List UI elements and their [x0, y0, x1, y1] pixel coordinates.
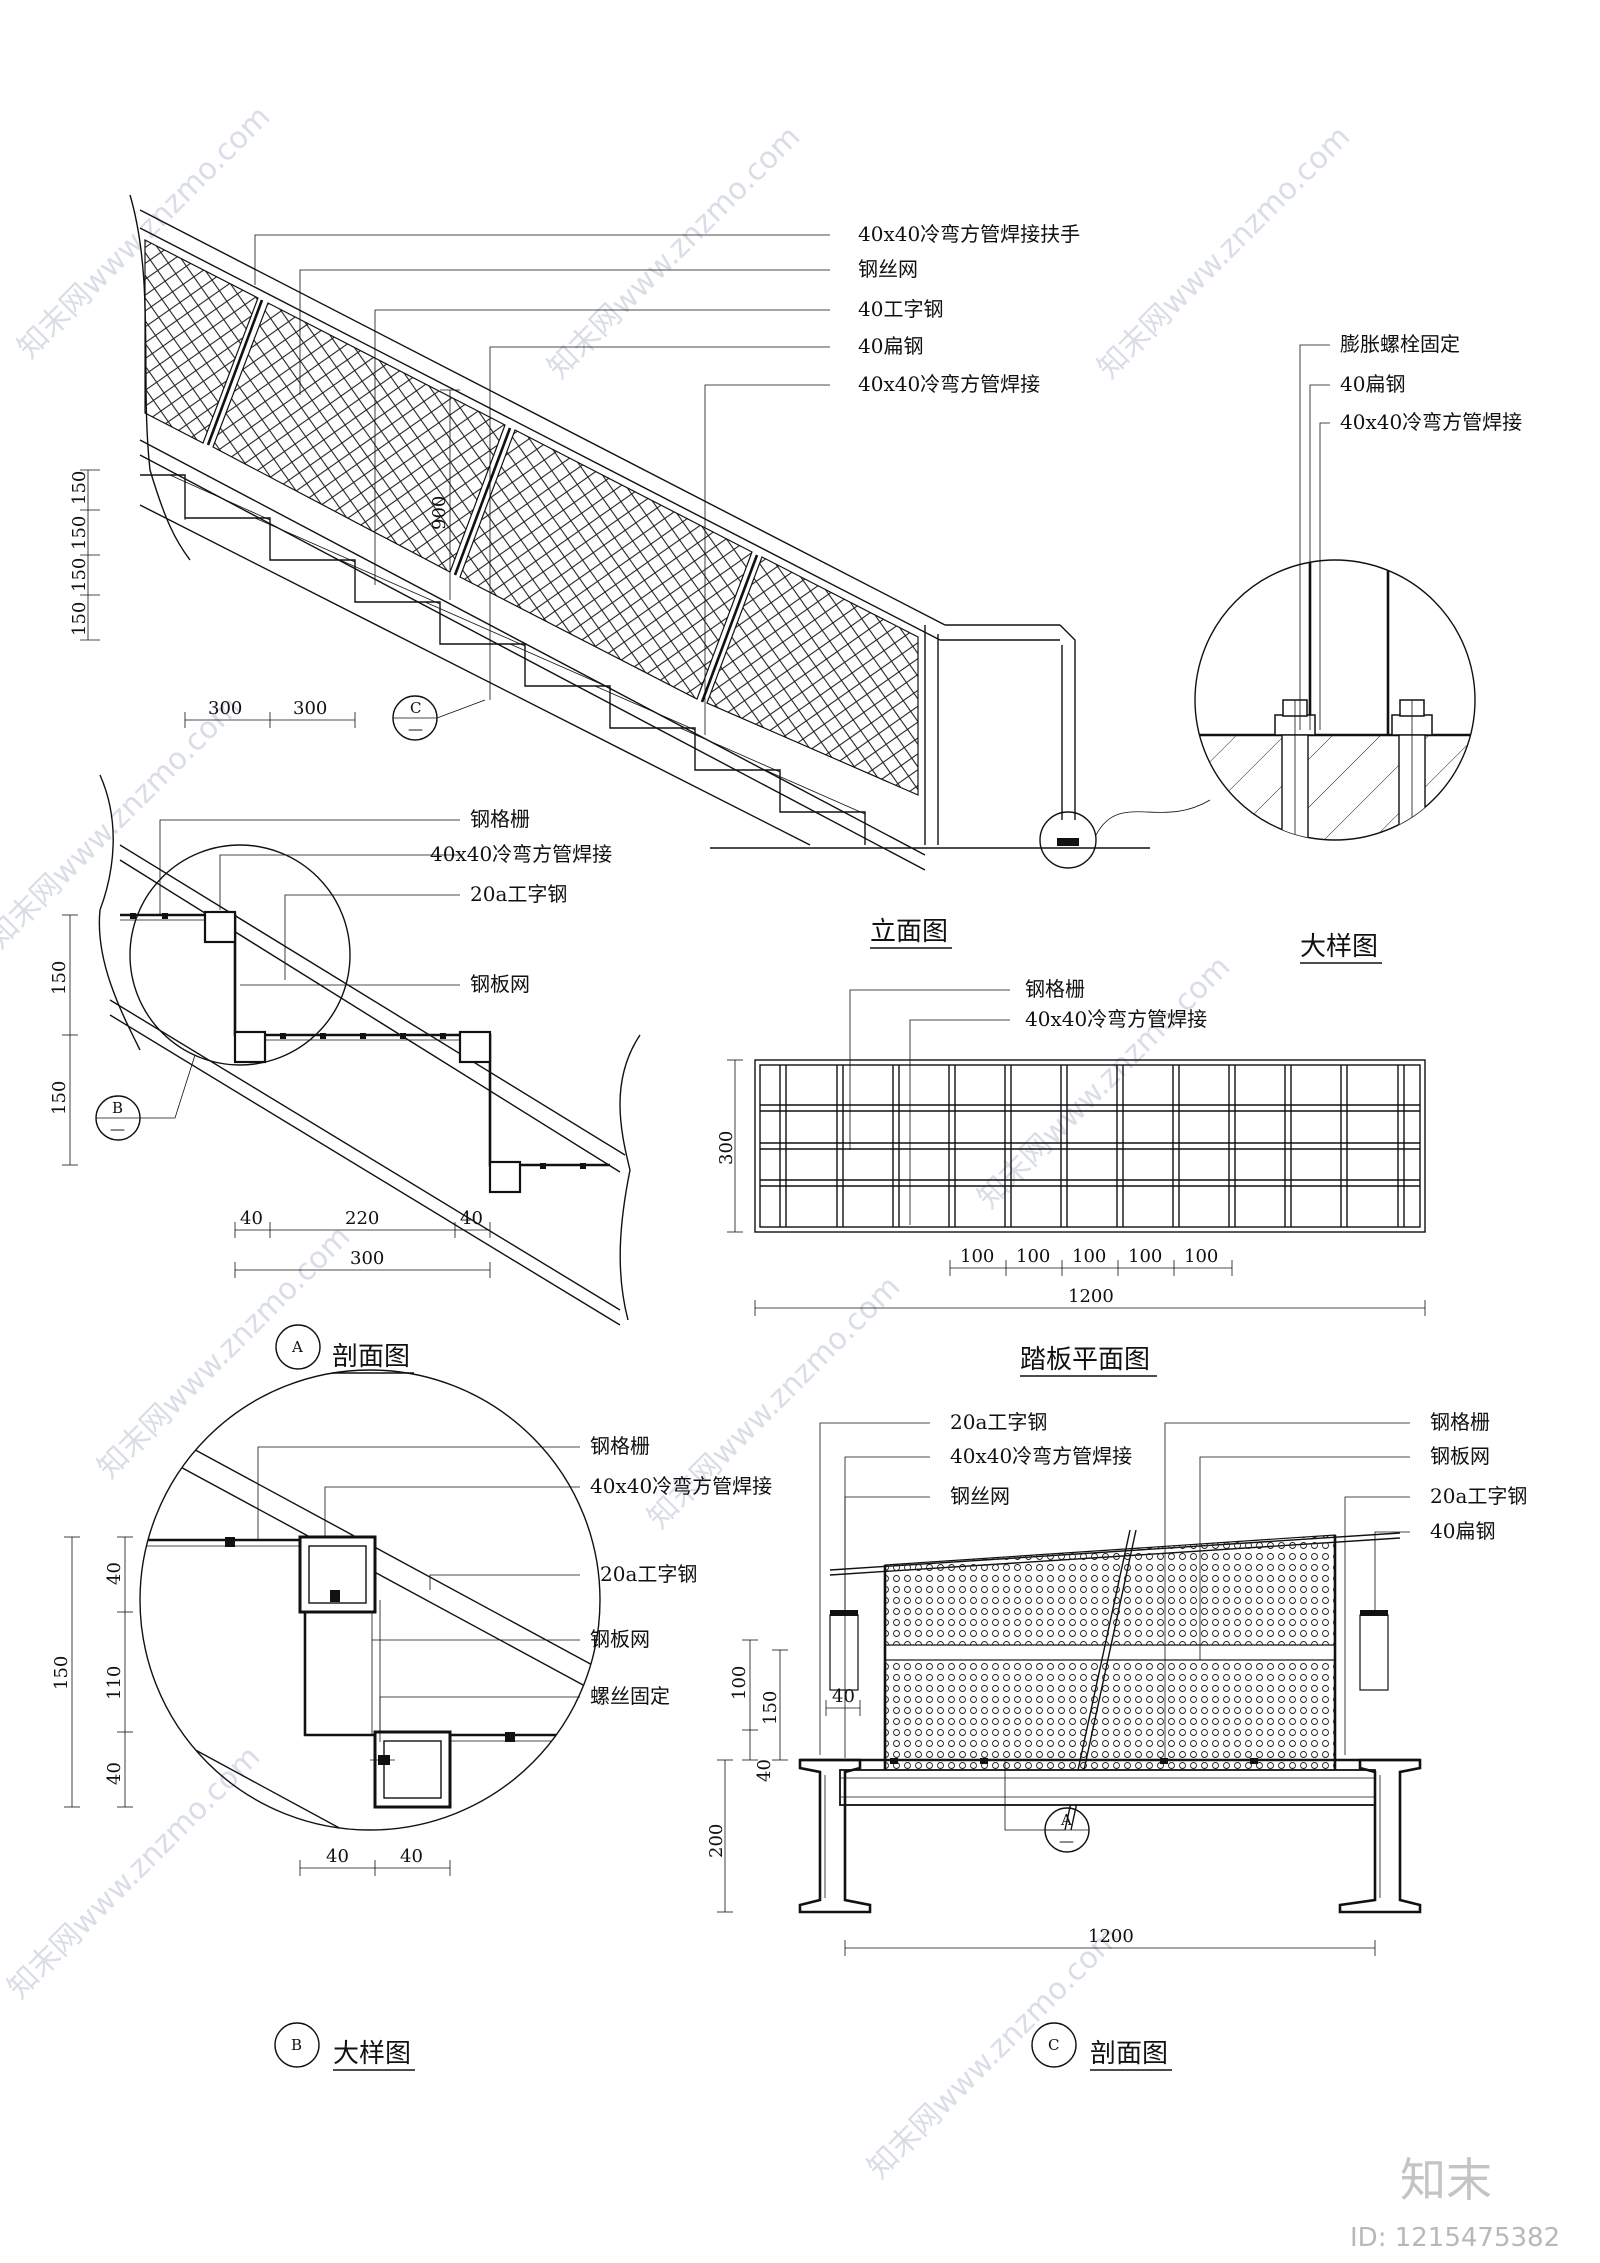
label-square-tube: 40x40冷弯方管焊接 — [430, 842, 612, 866]
dim-v-150: 150 — [760, 1691, 781, 1725]
dim-h-300: 300 — [293, 698, 327, 719]
label-steel-grating: 钢格栅 — [470, 807, 530, 831]
dim-v-40: 40 — [104, 1762, 125, 1785]
section-a-bubble: A — [291, 1338, 303, 1356]
bubble-a-letter: A — [1060, 1811, 1072, 1829]
image-id: ID: 1215475382 — [1350, 2223, 1560, 2253]
detail-b-title: 大样图 — [333, 2039, 411, 2069]
tread-grid-vertical — [779, 1065, 1405, 1227]
dim-v-200: 200 — [706, 1824, 727, 1858]
dim-h-40: 40 — [240, 1208, 263, 1229]
dim-v-40: 40 — [754, 1759, 775, 1782]
label-i-beam-40: 40工字钢 — [858, 297, 943, 321]
label-square-tube: 40x40冷弯方管焊接 — [858, 372, 1040, 396]
label-wire-mesh: 钢丝网 — [858, 257, 918, 281]
detail-b-view: 钢格栅 40x40冷弯方管焊接 20a工字钢 钢板网 螺丝固定 40 110 4… — [51, 1369, 772, 2071]
label-expansion-bolt: 膨胀螺栓固定 — [1340, 332, 1460, 356]
dim-v-110: 110 — [104, 1666, 125, 1700]
section-c-title: 剖面图 — [1090, 2039, 1168, 2069]
detail-top-title: 大样图 — [1300, 932, 1378, 962]
label-square-tube: 40x40冷弯方管焊接 — [1025, 1007, 1207, 1031]
label-handrail: 40x40冷弯方管焊接扶手 — [858, 222, 1080, 246]
dim-900: 900 — [429, 496, 450, 530]
elevation-title: 立面图 — [870, 917, 948, 947]
dim-h-300: 300 — [208, 698, 242, 719]
dim-grid-100: 100 — [1016, 1246, 1050, 1267]
label-square-tube: 40x40冷弯方管焊接 — [1340, 410, 1522, 434]
label-square-tube: 40x40冷弯方管焊接 — [950, 1444, 1132, 1468]
dim-total-1200: 1200 — [1088, 1926, 1134, 1947]
elevation-leaders — [254, 234, 830, 735]
tread-grid-horizontal — [760, 1104, 1420, 1187]
dim-v-300: 300 — [716, 1131, 737, 1165]
dim-grid-100: 100 — [960, 1246, 994, 1267]
tread-plan-title: 踏板平面图 — [1020, 1345, 1150, 1375]
label-steel-grating: 钢格栅 — [1025, 977, 1085, 1001]
label-flat-steel-40: 40扁钢 — [1340, 372, 1405, 396]
dim-h-40: 40 — [460, 1208, 483, 1229]
dim-v-150: 150 — [69, 602, 90, 636]
dim-v-150: 150 — [49, 961, 70, 995]
dim-total-150: 150 — [51, 1656, 72, 1690]
bubble-b-sub: — — [110, 1120, 125, 1138]
dim-grid-100: 100 — [1128, 1246, 1162, 1267]
section-a-title: 剖面图 — [332, 1342, 410, 1372]
label-screw-fix: 螺丝固定 — [590, 1684, 670, 1708]
dim-v-150: 150 — [69, 558, 90, 592]
dim-grid-100: 100 — [1072, 1246, 1106, 1267]
dim-v-150: 150 — [69, 471, 90, 505]
bubble-c-sub: — — [408, 720, 423, 738]
dim-h-40: 40 — [326, 1846, 349, 1867]
stair-steps — [139, 474, 866, 846]
tread-plan-view: 钢格栅 40x40冷弯方管焊接 300 100 100 100 100 100 … — [716, 977, 1426, 1377]
detail-base-view: 膨胀螺栓固定 40扁钢 40x40冷弯方管焊接 大样图 — [1194, 332, 1522, 964]
dim-v-100: 100 — [729, 1666, 750, 1700]
label-square-tube: 40x40冷弯方管焊接 — [590, 1474, 772, 1498]
label-i-beam-20a: 20a工字钢 — [470, 882, 567, 906]
watermark-text: 知末网www.znzmo.com — [1091, 119, 1357, 385]
section-c-view: 20a工字钢 40x40冷弯方管焊接 钢丝网 钢格栅 钢板网 20a工字钢 40… — [706, 1410, 1527, 2071]
label-steel-grating: 钢格栅 — [1430, 1410, 1490, 1434]
watermark-text: 知末网www.znzmo.com — [91, 1219, 357, 1485]
elevation-view: 900 150 150 150 150 300 300 C — 40 — [69, 194, 1211, 949]
label-expanded-metal: 钢板网 — [470, 972, 530, 996]
dim-v-150: 150 — [49, 1081, 70, 1115]
label-i-beam-20a: 20a工字钢 — [600, 1562, 697, 1586]
label-expanded-metal: 钢板网 — [1430, 1444, 1490, 1468]
bubble-c-letter: C — [410, 699, 421, 717]
dim-total-300: 300 — [350, 1248, 384, 1269]
dim-h-40: 40 — [832, 1686, 855, 1707]
dim-grid-100: 100 — [1184, 1246, 1218, 1267]
label-i-beam-20a: 20a工字钢 — [950, 1410, 1047, 1434]
brand-mark: 知末 — [1400, 2153, 1492, 2207]
bubble-a-sub: — — [1059, 1832, 1074, 1850]
grating-ticks — [130, 913, 586, 1169]
dim-h-40: 40 — [400, 1846, 423, 1867]
label-i-beam-20a: 20a工字钢 — [1430, 1484, 1527, 1508]
section-a-view: 钢格栅 40x40冷弯方管焊接 20a工字钢 钢板网 150 150 40 22… — [49, 774, 641, 1374]
watermark-text: 知末网www.znzmo.com — [861, 1919, 1127, 2185]
label-flat-steel-40: 40扁钢 — [1430, 1519, 1495, 1543]
dim-h-220: 220 — [345, 1208, 379, 1229]
watermark-text: 知末网www.znzmo.com — [1, 1739, 267, 2005]
label-flat-steel-40: 40扁钢 — [858, 334, 923, 358]
dim-total-1200: 1200 — [1068, 1286, 1114, 1307]
label-expanded-metal: 钢板网 — [590, 1627, 650, 1651]
dim-v-40: 40 — [104, 1562, 125, 1585]
detail-b-bubble: B — [291, 2036, 302, 2054]
bubble-b-letter: B — [112, 1099, 123, 1117]
label-wire-mesh: 钢丝网 — [950, 1484, 1010, 1508]
section-c-bubble: C — [1048, 2036, 1059, 2054]
label-steel-grating: 钢格栅 — [590, 1434, 650, 1458]
section-c-ticks — [890, 1758, 1258, 1764]
watermark-text: 知末网www.znzmo.com — [541, 119, 807, 385]
dim-v-150: 150 — [69, 516, 90, 550]
